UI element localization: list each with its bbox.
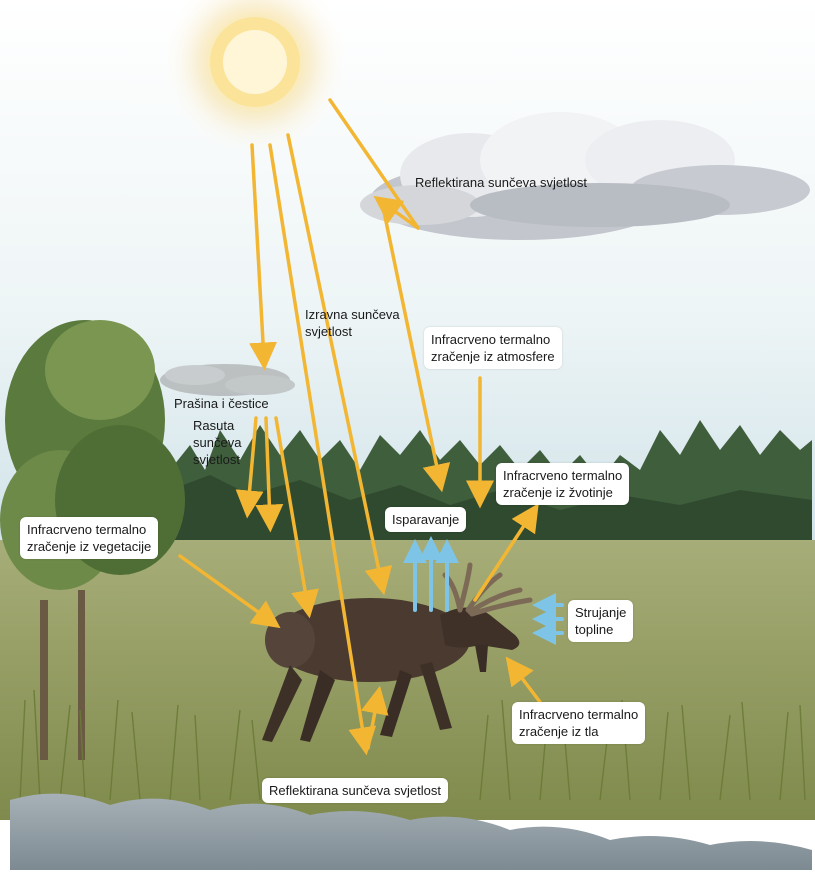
label-ir-vegetation: Infracrveno termalno zračenje iz vegetac… xyxy=(20,517,158,559)
label-ir-animal: Infracrveno termalno zračenje iz žvotinj… xyxy=(496,463,629,505)
label-scattered: Rasuta sunčeva svjetlost xyxy=(193,417,241,468)
label-direct-sunlight: Izravna sunčeva svjetlost xyxy=(305,306,400,340)
label-ir-atmosphere: Infracrveno termalno zračenje iz atmosfe… xyxy=(424,327,562,369)
label-ir-ground: Infracrveno termalno zračenje iz tla xyxy=(512,702,645,744)
label-evaporation: Isparavanje xyxy=(385,507,466,532)
label-reflected-ground: Reflektirana sunčeva svjetlost xyxy=(262,778,448,803)
label-heat-flow: Strujanje topline xyxy=(568,600,633,642)
label-dust: Prašina i čestice xyxy=(174,395,269,412)
label-reflected-cloud: Reflektirana sunčeva svjetlost xyxy=(415,174,587,191)
